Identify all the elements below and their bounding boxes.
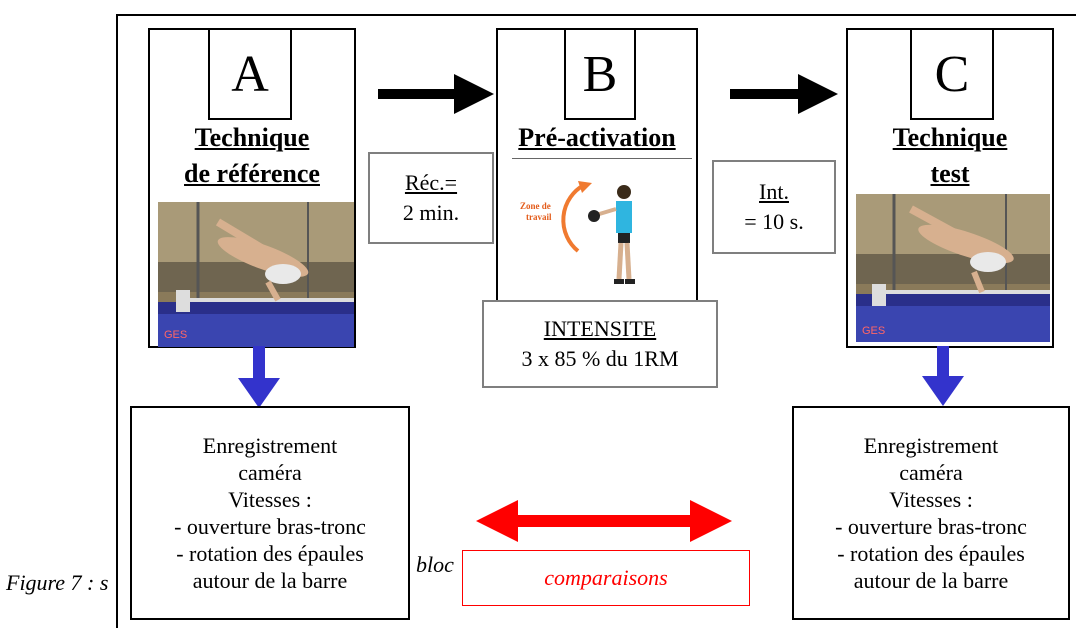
arrow-a-to-b — [378, 74, 494, 114]
step-b-title: Pré-activation — [518, 123, 676, 152]
step-b-letter: B — [564, 28, 636, 120]
zone-label-1: Zone de — [520, 201, 551, 211]
record-right-line2: caméra — [899, 460, 963, 485]
frame-left-line — [116, 14, 118, 628]
intensity-value: 3 x 85 % du 1RM — [521, 346, 679, 371]
figure-caption: Figure 7 : s — [6, 570, 108, 596]
intensity-box: INTENSITE 3 x 85 % du 1RM — [482, 300, 718, 388]
record-right-line3: Vitesses : — [889, 487, 973, 512]
recording-box-left: Enregistrement caméra Vitesses : - ouver… — [130, 406, 410, 620]
interval-label: Int. — [759, 179, 789, 204]
step-a-letter: A — [208, 28, 292, 120]
rest-duration-box: Réc.= 2 min. — [368, 152, 494, 244]
step-c-title-line2: test — [930, 159, 970, 188]
step-c-title-line1: Technique — [892, 123, 1008, 152]
recording-box-right: Enregistrement caméra Vitesses : - ouver… — [792, 406, 1070, 620]
caption-prefix: Figure 7 : s — [6, 570, 109, 595]
record-left-line4: - ouverture bras-tronc — [174, 514, 366, 539]
record-left-line3: Vitesses : — [228, 487, 312, 512]
arrow-down-right — [922, 346, 964, 406]
svg-text:GES: GES — [862, 325, 885, 337]
interval-box: Int. = 10 s. — [712, 160, 836, 254]
preactivation-illustration: Zone de travail — [512, 158, 692, 305]
rest-value: 2 min. — [402, 200, 460, 225]
record-left-line6: autour de la barre — [192, 568, 348, 593]
step-c-gymnast-photo: GES — [856, 194, 1050, 342]
record-right-line1: Enregistrement — [863, 433, 999, 458]
record-right-line4: - ouverture bras-tronc — [835, 514, 1027, 539]
step-a-title-line1: Technique — [194, 123, 310, 152]
record-right-line6: autour de la barre — [853, 568, 1009, 593]
frame-top-line — [116, 14, 1076, 16]
interval-value: = 10 s. — [744, 209, 804, 234]
step-a-title-line2: de référence — [184, 159, 320, 188]
step-c-letter: C — [910, 28, 994, 120]
zone-label-2: travail — [526, 212, 552, 222]
comparison-label: comparaisons — [544, 565, 668, 590]
arrow-down-left — [238, 346, 280, 408]
record-left-line2: caméra — [238, 460, 302, 485]
rest-label: Réc.= — [404, 170, 458, 195]
svg-text:GES: GES — [164, 329, 187, 341]
record-right-line5: - rotation des épaules — [837, 541, 1025, 566]
caption-fragment: bloc — [416, 552, 454, 577]
arrow-b-to-c — [730, 74, 838, 114]
comparison-double-arrow — [476, 500, 732, 542]
record-left-line1: Enregistrement — [202, 433, 338, 458]
record-left-line5: - rotation des épaules — [176, 541, 364, 566]
step-a-title: Technique de référence — [150, 120, 354, 192]
step-a-gymnast-photo: GES — [158, 202, 354, 347]
intensity-label: INTENSITE — [543, 316, 657, 341]
comparison-box: comparaisons — [462, 550, 750, 606]
step-c-title: Technique test — [848, 120, 1052, 192]
